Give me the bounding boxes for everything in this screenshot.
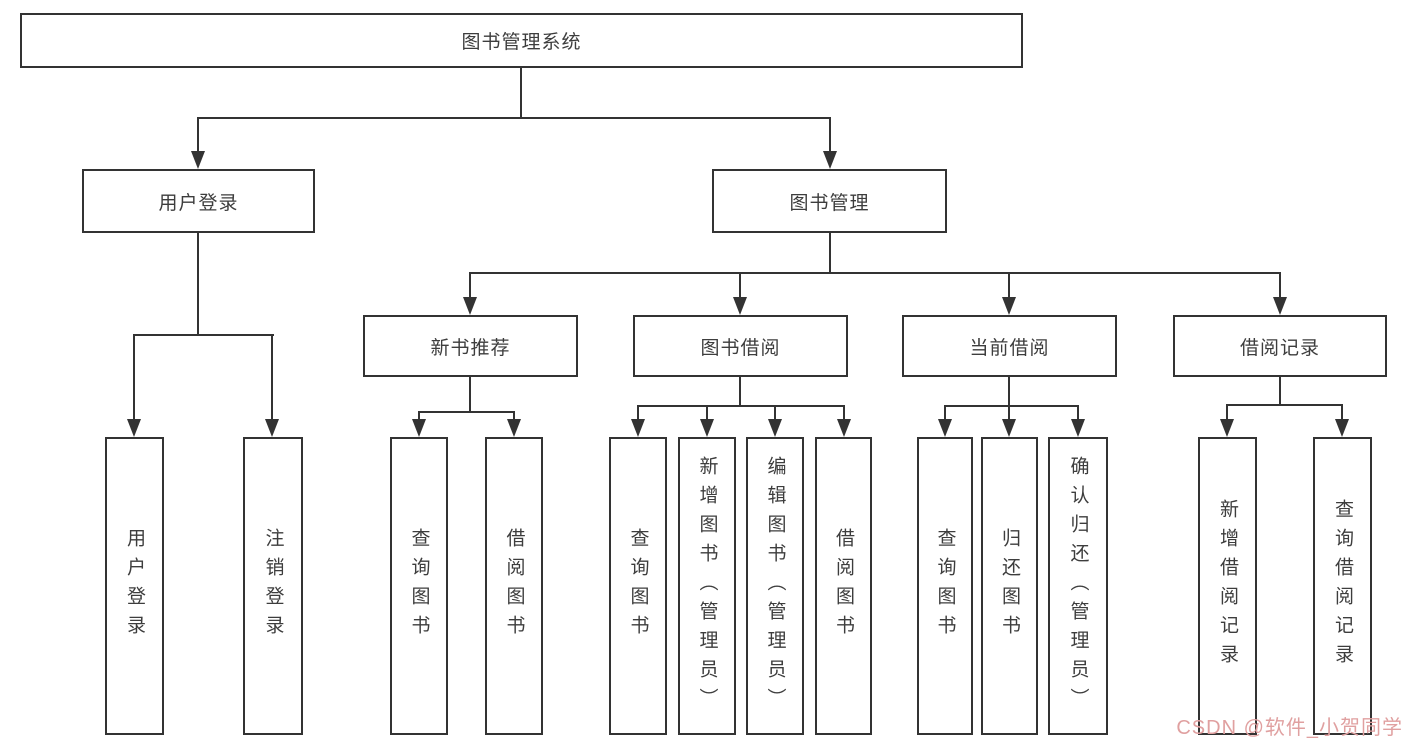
connector-br-add-drop [1226,404,1228,421]
node-label: 新增借阅记录 [1217,499,1238,673]
leaf-br-add-record: 新增借阅记录 [1198,437,1257,735]
leaf-bb-borrow-books: 借阅图书 [815,437,872,735]
connector-borrowing-rail [637,405,845,407]
leaf-cb-return-books: 归还图书 [981,437,1038,735]
node-user-login: 用户登录 [82,169,315,233]
leaf-bb-add-books-admin: 新增图书（管理员） [678,437,736,735]
arrowhead-newbook [463,297,477,315]
arrowhead-current [1002,297,1016,315]
node-label: 图书管理 [789,192,870,214]
node-label: 借阅图书 [503,528,525,644]
connector-nb-borrow-drop [513,411,515,421]
arrowhead-br-query [1335,419,1349,437]
node-label: 查询图书 [408,528,430,644]
connector-records-rail [1226,404,1343,406]
node-book-borrowing: 图书借阅 [633,315,848,377]
connector-records-stem [1279,377,1281,406]
node-label: 归还图书 [999,528,1020,644]
arrowhead-borrowing [733,297,747,315]
node-label: 借阅记录 [1239,337,1320,359]
connector-book-mgmt-stem [829,232,831,274]
node-label: 借阅图书 [833,528,854,644]
arrowhead-leaf-logout [265,419,279,437]
connector-leaf-login-drop [133,334,135,421]
leaf-bb-edit-books-admin: 编辑图书（管理员） [746,437,804,735]
connector-bb-edit-drop [774,405,776,421]
leaf-nbr-query-books: 查询图书 [390,437,448,735]
leaf-br-query-record: 查询借阅记录 [1313,437,1372,735]
node-label: 图书借阅 [700,337,781,359]
connector-borrowing-stem [739,377,741,407]
connector-borrowing-drop [739,272,741,299]
node-label: 编辑图书（管理员） [764,455,786,717]
node-current-borrowing: 当前借阅 [902,315,1117,377]
connector-leaf-logout-drop [271,334,273,421]
connector-br-query-drop [1341,404,1343,421]
leaf-cb-confirm-return-admin: 确认归还（管理员） [1048,437,1108,735]
node-label: 新增图书（管理员） [696,455,718,717]
node-borrowing-records: 借阅记录 [1173,315,1387,377]
node-book-management: 图书管理 [712,169,947,233]
node-label: 查询图书 [934,528,956,644]
connector-user-login-drop [197,117,199,155]
arrowhead-bb-query [631,419,645,437]
node-label: 注销登录 [262,528,284,644]
connector-cb-return-drop [1008,405,1010,421]
arrowhead-nb-borrow [507,419,521,437]
node-label: 用户登录 [124,528,145,644]
connector-bb-query-drop [637,405,639,421]
connector-level3-rail [469,272,1281,274]
arrowhead-records [1273,297,1287,315]
connector-cb-query-drop [944,405,946,421]
leaf-user-login: 用户登录 [105,437,164,735]
arrowhead-bb-edit [768,419,782,437]
connector-current-rail [944,405,1079,407]
node-label: 新书推荐 [430,337,511,359]
connector-nb-query-drop [418,411,420,421]
node-label: 确认归还（管理员） [1067,455,1089,717]
leaf-bb-query-books: 查询图书 [609,437,667,735]
connector-bb-add-drop [706,405,708,421]
connector-current-drop [1008,272,1010,299]
arrowhead-nb-query [412,419,426,437]
leaf-logout: 注销登录 [243,437,303,735]
connector-root-stem [520,68,522,119]
node-label: 当前借阅 [969,337,1050,359]
node-label: 查询借阅记录 [1332,499,1353,673]
connector-newbook-drop [469,272,471,299]
node-library-management-system: 图书管理系统 [20,13,1023,68]
arrowhead-user-login [191,151,205,169]
arrowhead-book-mgmt [823,151,837,169]
connector-newbook-rail [418,411,515,413]
connector-current-stem [1008,377,1010,407]
leaf-nbr-borrow-books: 借阅图书 [485,437,543,735]
node-label: 查询图书 [627,528,649,644]
connector-user-login-rail [133,334,274,336]
connector-records-drop [1279,272,1281,299]
connector-book-mgmt-drop [829,117,831,155]
arrowhead-bb-add [700,419,714,437]
connector-bb-borrow-drop [843,405,845,421]
arrowhead-leaf-login [127,419,141,437]
leaf-cb-query-books: 查询图书 [917,437,973,735]
node-new-book-recommend: 新书推荐 [363,315,578,377]
node-label: 用户登录 [158,192,239,214]
csdn-watermark: CSDN @软件_小贺同学 [1176,717,1403,739]
arrowhead-br-add [1220,419,1234,437]
connector-level2-rail [197,117,831,119]
arrowhead-bb-borrow [837,419,851,437]
arrowhead-cb-query [938,419,952,437]
connector-cb-confirm-drop [1077,405,1079,421]
arrowhead-cb-return [1002,419,1016,437]
connector-user-login-stem [197,233,199,336]
connector-newbook-stem [469,377,471,413]
node-label: 图书管理系统 [461,32,582,53]
arrowhead-cb-confirm [1071,419,1085,437]
